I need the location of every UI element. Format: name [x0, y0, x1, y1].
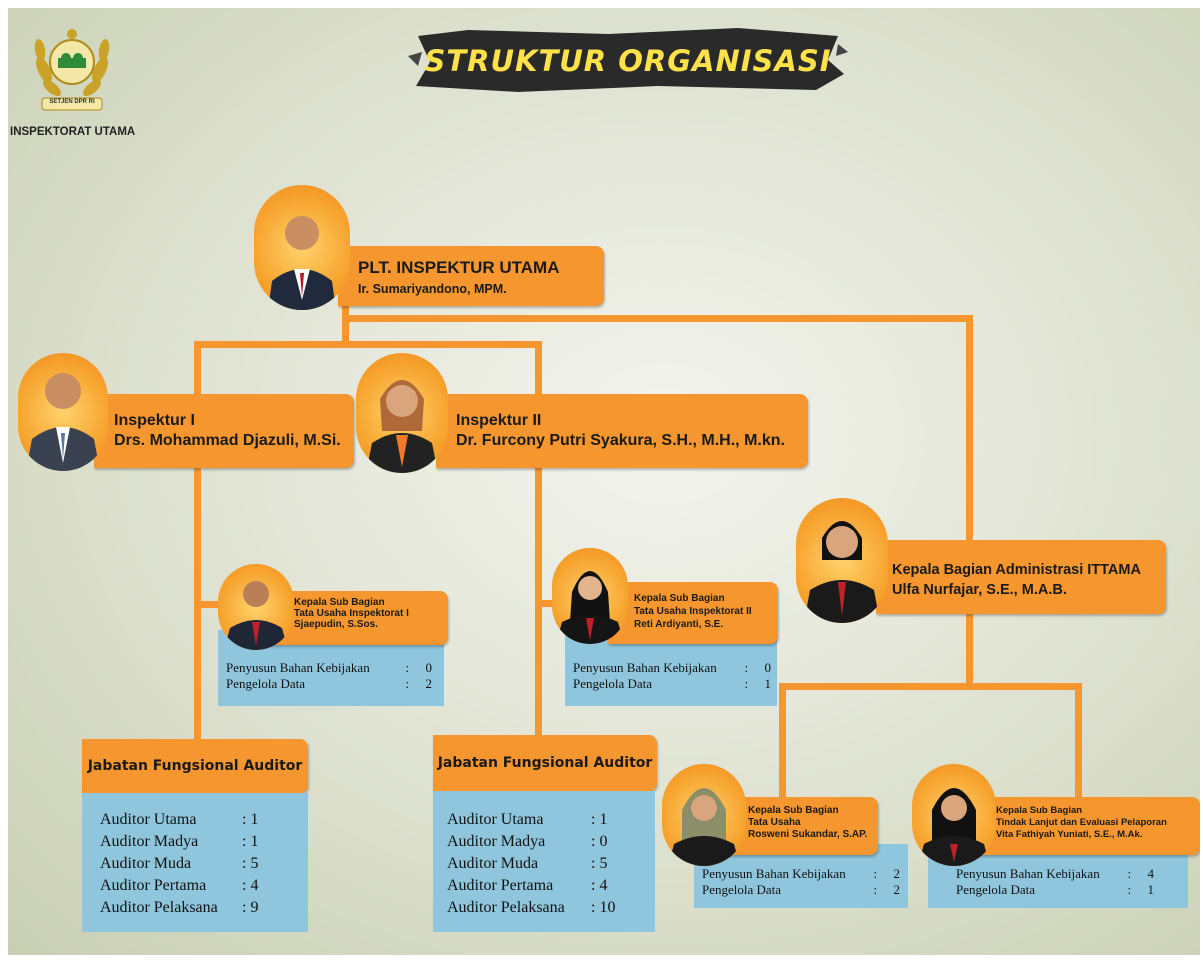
subbag3-staff-list: Penyusun Bahan Kebijakan:2 Pengelola Dat… — [702, 866, 900, 898]
auditor-row: Auditor Muda: 5 — [100, 855, 259, 872]
inspektur2-photo — [356, 353, 448, 473]
staff-row: Penyusun Bahan Kebijakan:2 — [702, 866, 900, 881]
connector-line — [966, 315, 973, 547]
logo-caption: SETJEN DPR RI — [49, 99, 95, 105]
connector-line — [194, 341, 201, 743]
staff-row: Pengelola Data:2 — [226, 676, 432, 691]
jfa1-staff-box: Auditor Utama: 1 Auditor Madya: 1 Audito… — [82, 793, 308, 932]
inspektur1-name: Drs. Mohammad Djazuli, M.Si. — [114, 432, 341, 449]
inspektur2-bar: Inspektur II Dr. Furcony Putri Syakura, … — [436, 394, 808, 468]
connector-line — [535, 600, 565, 607]
subbag4-staff-list: Penyusun Bahan Kebijakan:4 Pengelola Dat… — [956, 866, 1154, 898]
connector-line — [194, 601, 234, 608]
org-chart-canvas: SETJEN DPR RI INSPEKTORAT UTAMA STRUKTUR… — [8, 8, 1200, 955]
auditor-row: Auditor Pelaksana: 9 — [100, 899, 259, 916]
subbag1-title: Kepala Sub Bagian Tata Usaha Inspektorat… — [294, 597, 409, 630]
staff-row: Penyusun Bahan Kebijakan:0 — [226, 660, 432, 675]
inspektur1-photo — [18, 353, 108, 471]
kabag-bar: Kepala Bagian Administrasi ITTAMA Ulfa N… — [876, 540, 1166, 614]
auditor-row: Auditor Muda: 5 — [447, 855, 608, 872]
page-title: STRUKTUR ORGANISASI — [424, 44, 832, 78]
subbag2-title: Kepala Sub Bagian Tata Usaha Inspektorat… — [634, 593, 752, 630]
subbag1-staff-list: Penyusun Bahan Kebijakan:0 Pengelola Dat… — [226, 660, 432, 692]
auditor-row: Auditor Utama: 1 — [447, 811, 608, 828]
connector-line — [194, 341, 542, 348]
jfa2-staff-box: Auditor Utama: 1 Auditor Madya: 0 Audito… — [433, 791, 655, 932]
subbag1-photo — [218, 564, 294, 650]
kabag-name: Ulfa Nurfajar, S.E., M.A.B. — [892, 582, 1067, 598]
subbag3-photo — [662, 764, 746, 866]
subbag1-bar: Kepala Sub Bagian Tata Usaha Inspektorat… — [270, 591, 448, 645]
auditor-row: Auditor Pertama: 4 — [447, 877, 608, 894]
chief-bar: PLT. INSPEKTUR UTAMA Ir. Sumariyandono, … — [338, 246, 604, 306]
connector-line — [779, 683, 786, 798]
kabag-photo — [796, 498, 888, 623]
connector-line — [535, 341, 542, 743]
jfa1-staff-list: Auditor Utama: 1 Auditor Madya: 1 Audito… — [100, 809, 290, 919]
setjen-dpr-logo: SETJEN DPR RI — [28, 20, 116, 116]
unit-label: INSPEKTORAT UTAMA — [10, 126, 136, 138]
staff-row: Pengelola Data:1 — [573, 676, 771, 691]
connector-line — [342, 298, 349, 348]
connector-line — [966, 608, 973, 688]
inspektur2-name: Dr. Furcony Putri Syakura, S.H., M.H., M… — [456, 432, 785, 449]
subbag2-bar: Kepala Sub Bagian Tata Usaha Inspektorat… — [608, 582, 778, 644]
connector-line — [1075, 683, 1082, 798]
subbag4-photo — [912, 764, 996, 866]
staff-row: Penyusun Bahan Kebijakan:4 — [956, 866, 1154, 881]
kabag-role: Kepala Bagian Administrasi ITTAMA — [892, 562, 1141, 578]
chief-photo — [254, 185, 350, 310]
auditor-row: Auditor Madya: 1 — [100, 833, 259, 850]
auditor-row: Auditor Pertama: 4 — [100, 877, 259, 894]
jfa2-staff-list: Auditor Utama: 1 Auditor Madya: 0 Audito… — [447, 809, 639, 919]
auditor-row: Auditor Pelaksana: 10 — [447, 899, 616, 916]
jfa1-title: Jabatan Fungsional Auditor — [82, 739, 308, 793]
inspektur1-role: Inspektur I — [114, 412, 195, 429]
auditor-row: Auditor Madya: 0 — [447, 833, 608, 850]
connector-line — [779, 683, 1082, 690]
subbag2-staff-list: Penyusun Bahan Kebijakan:0 Pengelola Dat… — [573, 660, 771, 692]
chief-name: Ir. Sumariyandono, MPM. — [358, 282, 507, 296]
subbag3-bar: Kepala Sub Bagian Tata Usaha Rosweni Suk… — [722, 797, 878, 855]
subbag4-bar: Kepala Sub Bagian Tindak Lanjut dan Eval… — [970, 797, 1200, 855]
staff-row: Pengelola Data:2 — [702, 882, 900, 897]
chief-role: PLT. INSPEKTUR UTAMA — [358, 258, 560, 277]
subbag2-photo — [552, 548, 628, 644]
staff-row: Penyusun Bahan Kebijakan:0 — [573, 660, 771, 675]
auditor-row: Auditor Utama: 1 — [100, 811, 259, 828]
jfa2-title: Jabatan Fungsional Auditor — [433, 735, 657, 791]
subbag3-title: Kepala Sub Bagian Tata Usaha Rosweni Suk… — [748, 805, 868, 840]
inspektur1-bar: Inspektur I Drs. Mohammad Djazuli, M.Si. — [94, 394, 354, 468]
staff-row: Pengelola Data:1 — [956, 882, 1154, 897]
title-banner: STRUKTUR ORGANISASI — [408, 26, 848, 96]
subbag4-title: Kepala Sub Bagian Tindak Lanjut dan Eval… — [996, 805, 1167, 840]
connector-line — [342, 315, 973, 322]
inspektur2-role: Inspektur II — [456, 412, 542, 429]
